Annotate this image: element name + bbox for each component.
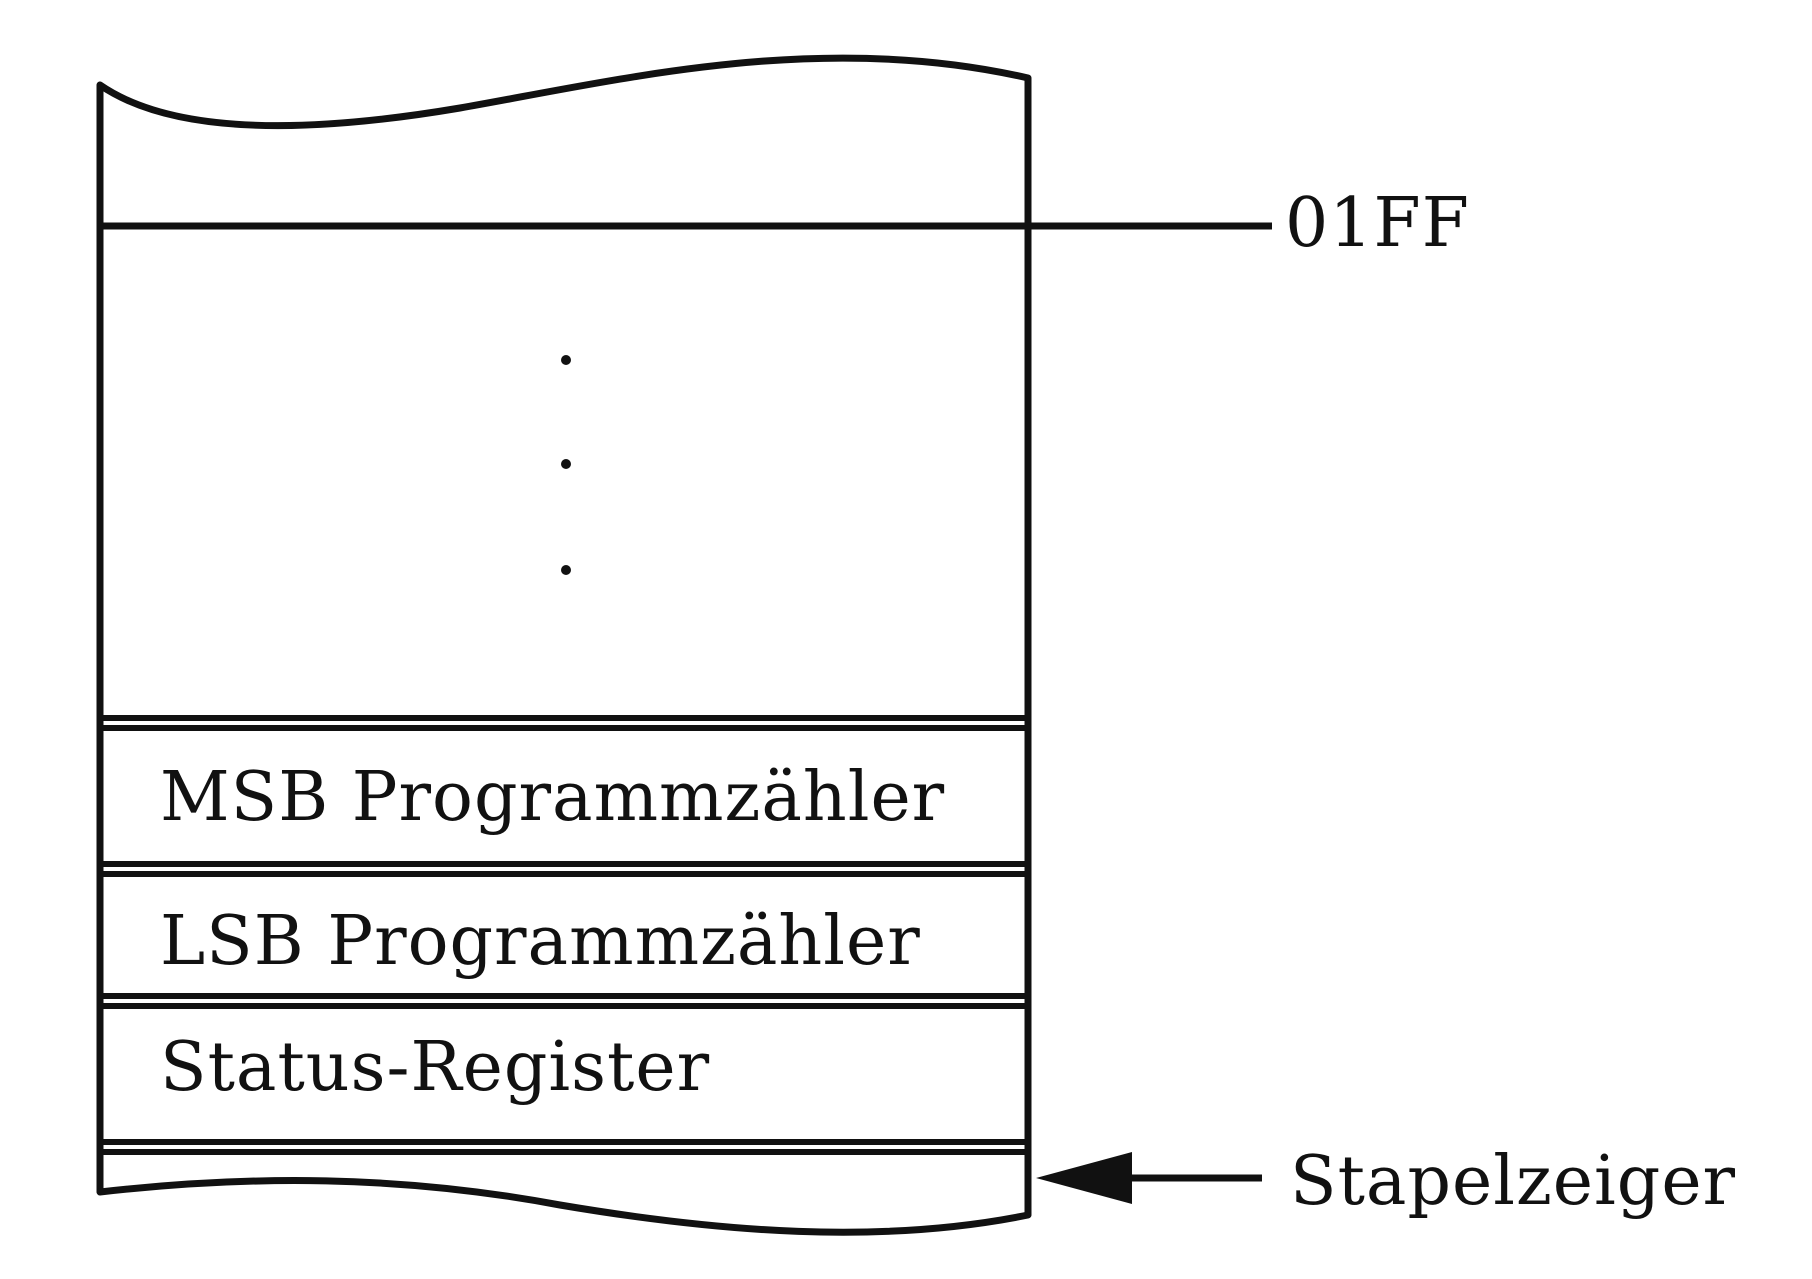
- stack-row-lsb-program-counter: LSB Programmzähler: [160, 902, 921, 981]
- stack-pointer-arrow: [1036, 1152, 1262, 1204]
- vertical-ellipsis: [561, 355, 571, 575]
- stack-bottom-torn-edge: [96, 1177, 1032, 1236]
- stack-pointer-label: Stapelzeiger: [1290, 1142, 1737, 1221]
- address-label-01ff: 01FF: [1285, 184, 1470, 263]
- stack-top-torn-edge: [96, 54, 1032, 130]
- row-separators: [100, 715, 1028, 1155]
- stack-row-status-register: Status-Register: [160, 1028, 711, 1107]
- stack-row-msb-program-counter: MSB Programmzähler: [160, 758, 946, 837]
